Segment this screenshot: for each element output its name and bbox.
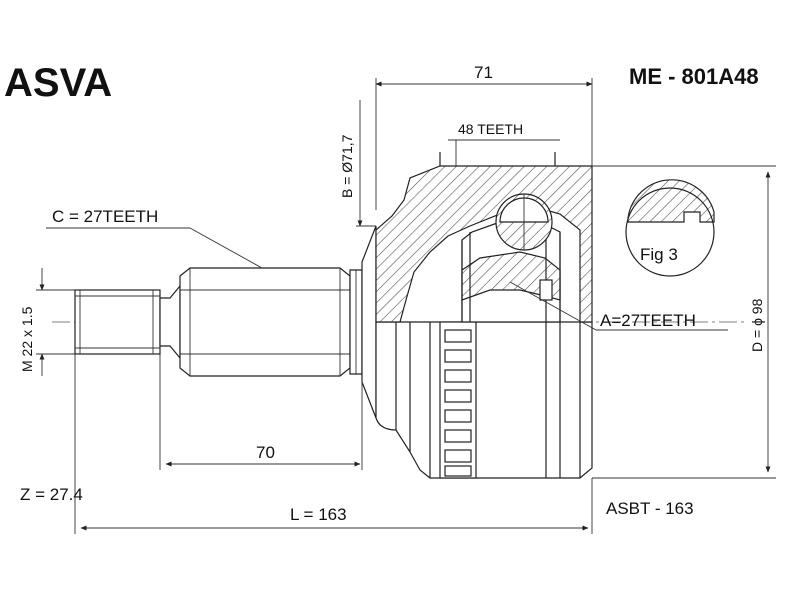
threaded-tip [74,289,161,355]
dim-total-length: L = 163 [74,354,593,534]
brand-logo: ASVA [4,61,112,105]
diameter-d-label: D = ϕ 98 [749,298,765,352]
abs-ring [439,321,477,479]
shaft-neck [159,284,181,360]
spline-a-label: A=27TEETH [600,311,696,330]
stem-length-label: 70 [256,443,275,462]
dim-outer-length-label: 71 [474,63,493,82]
thread-label: M 22 x 1.5 [19,306,35,372]
dim-diameter-d: D = ϕ 98 [592,165,776,479]
housing-upper-section [375,152,593,323]
z-value: Z = 27.4 [20,485,83,504]
splined-stem [179,267,351,377]
part-number: ME - 801A48 [629,64,759,89]
dim-outer-length: 71 [375,63,593,210]
fig3-detail: Fig 3 [625,179,715,277]
teeth-48-label: 48 TEETH [458,121,523,137]
dim-thread: M 22 x 1.5 [19,268,75,376]
diameter-b-label: B = Ø71,7 [339,134,355,198]
dim-teeth-48: 48 TEETH [448,121,560,166]
dim-diameter-b: B = Ø71,7 [339,100,376,227]
housing-lower [375,321,593,479]
shaft-collar [349,225,377,419]
spline-c-label: C = 27TEETH [52,207,158,226]
dim-stem-length: 70 [159,354,363,470]
leader-spline-a: A=27TEETH [509,281,728,331]
fig3-label: Fig 3 [640,245,678,264]
leader-spline-c: C = 27TEETH [46,207,263,269]
joint-ball [495,193,553,251]
total-length-label: L = 163 [290,505,347,524]
cross-reference: ASBT - 163 [606,499,694,518]
